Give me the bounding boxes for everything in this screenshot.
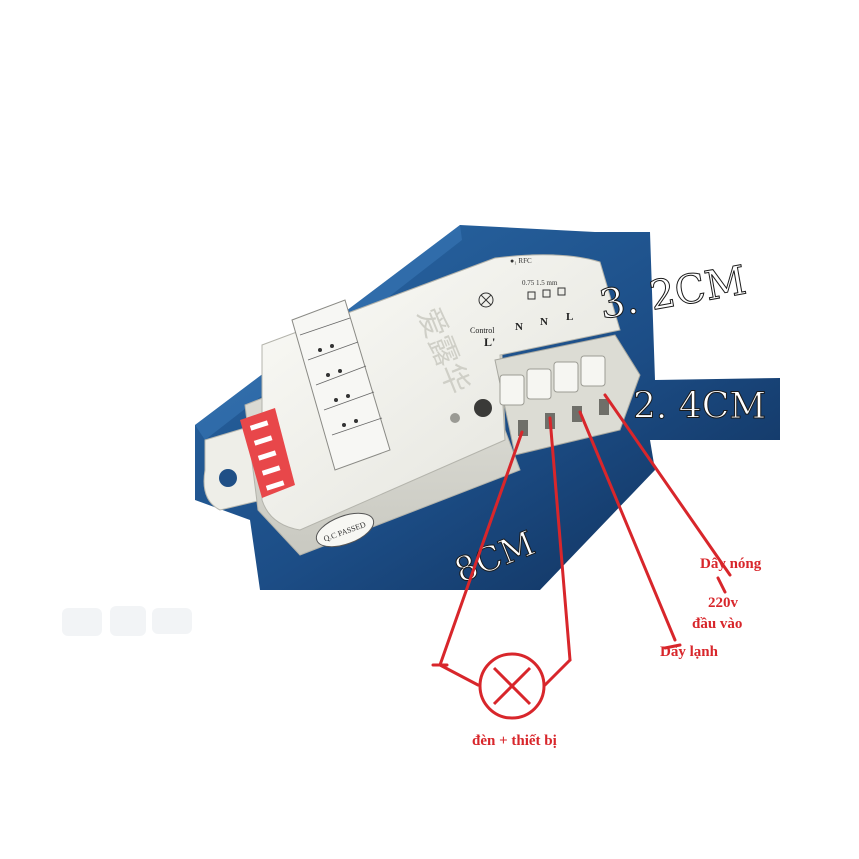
- qc-sticker: Q.C PASSED: [315, 512, 375, 548]
- lamp-symbol: [478, 652, 546, 720]
- terminal-label-lprime: L': [484, 335, 495, 349]
- terminal-label-n2: N: [540, 316, 548, 328]
- terminal-block: [494, 334, 641, 456]
- terminal-label-l: L: [566, 311, 573, 323]
- terminal-label-control: Control: [470, 326, 495, 335]
- top-marks-text: 0.75 1.5 mm: [522, 279, 558, 287]
- sensor-device: 爱露华 0.75 1.5 mm ●₁ RFC Control L' N N L: [203, 254, 641, 556]
- led-indicator: [450, 413, 460, 423]
- reflection-smudge: [62, 606, 192, 636]
- load-label: đèn + thiết bị: [472, 733, 557, 749]
- voltage-label: 220v: [708, 595, 739, 611]
- dimension-depth: 2. 4CM: [633, 386, 766, 427]
- lens-icon: [474, 399, 492, 417]
- dip-switch: [240, 408, 295, 498]
- wiring-annotation: [431, 393, 732, 687]
- input-label: đầu vào: [692, 616, 742, 632]
- terminal-label-n1: N: [515, 321, 523, 333]
- terminal-markings: [478, 287, 566, 308]
- rfc-mark: ●₁ RFC: [510, 257, 532, 265]
- hot-wire-label: Dây nóng: [700, 556, 762, 572]
- settings-label-panel: [291, 299, 391, 471]
- neutral-wire-label: Dây lạnh: [660, 644, 719, 660]
